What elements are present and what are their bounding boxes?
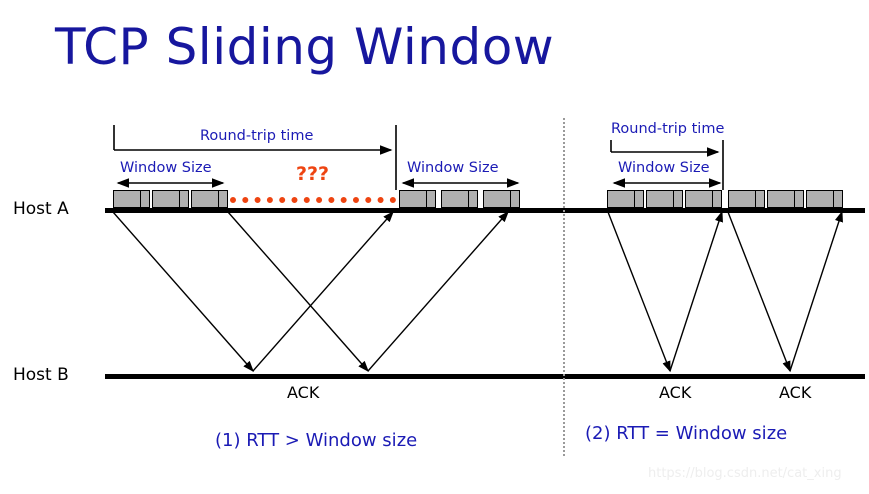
scenario1-ack-label: ACK bbox=[287, 383, 320, 402]
scenario2-rtt-label: Round-trip time bbox=[611, 121, 725, 137]
packet-group bbox=[113, 190, 150, 208]
packet-body bbox=[114, 191, 141, 207]
packet-tail bbox=[834, 191, 842, 207]
packet-tail bbox=[511, 191, 519, 207]
packet-group bbox=[483, 190, 520, 208]
scenario1-rtt-label: Round-trip time bbox=[200, 128, 314, 144]
packet-body bbox=[647, 191, 674, 207]
packet-body bbox=[686, 191, 713, 207]
packet-group bbox=[646, 190, 683, 208]
packet-group bbox=[728, 190, 765, 208]
scenario2-ack-label-1: ACK bbox=[659, 383, 692, 402]
packet-body bbox=[192, 191, 219, 207]
scenario1-window-label-left: Window Size bbox=[120, 160, 212, 176]
host-b-label: Host B bbox=[13, 365, 69, 385]
packet-tail bbox=[141, 191, 149, 207]
packet-body bbox=[608, 191, 635, 207]
packet-tail bbox=[219, 191, 227, 207]
packet-tail bbox=[713, 191, 721, 207]
packet-body bbox=[484, 191, 511, 207]
host-b-timeline bbox=[105, 374, 865, 379]
packet-body bbox=[768, 191, 795, 207]
scenario2-window-label: Window Size bbox=[618, 160, 710, 176]
packet-group bbox=[767, 190, 804, 208]
packet-body bbox=[729, 191, 756, 207]
packet-body bbox=[807, 191, 834, 207]
scenario2-transmission-arrows bbox=[607, 210, 843, 373]
scenario1-gap-question-label: ??? bbox=[296, 163, 330, 185]
packet-tail bbox=[674, 191, 682, 207]
scenario2-ack-label-2: ACK bbox=[779, 383, 812, 402]
packet-tail bbox=[427, 191, 435, 207]
packet-group bbox=[441, 190, 478, 208]
packet-group bbox=[607, 190, 644, 208]
scenario1-caption: (1) RTT > Window size bbox=[215, 430, 418, 451]
idle-gap-dotted-line bbox=[230, 197, 396, 203]
scenario1-transmission-arrows bbox=[112, 210, 509, 373]
packet-tail bbox=[180, 191, 188, 207]
scenario2-caption: (2) RTT = Window size bbox=[585, 423, 788, 444]
scenario1-window-label-right: Window Size bbox=[407, 160, 499, 176]
packet-group bbox=[685, 190, 722, 208]
packet-body bbox=[442, 191, 469, 207]
packet-tail bbox=[756, 191, 764, 207]
packet-group bbox=[806, 190, 843, 208]
scenario-divider bbox=[563, 118, 565, 456]
packet-group bbox=[191, 190, 228, 208]
watermark: https://blog.csdn.net/cat_xing bbox=[648, 466, 842, 481]
packet-body bbox=[153, 191, 180, 207]
host-a-label: Host A bbox=[13, 199, 69, 219]
packet-tail bbox=[469, 191, 477, 207]
packet-tail bbox=[795, 191, 803, 207]
packet-group bbox=[152, 190, 189, 208]
packet-body bbox=[400, 191, 427, 207]
packet-tail bbox=[635, 191, 643, 207]
host-a-timeline bbox=[105, 208, 865, 213]
page-title: TCP Sliding Window bbox=[55, 18, 555, 76]
packet-group bbox=[399, 190, 436, 208]
